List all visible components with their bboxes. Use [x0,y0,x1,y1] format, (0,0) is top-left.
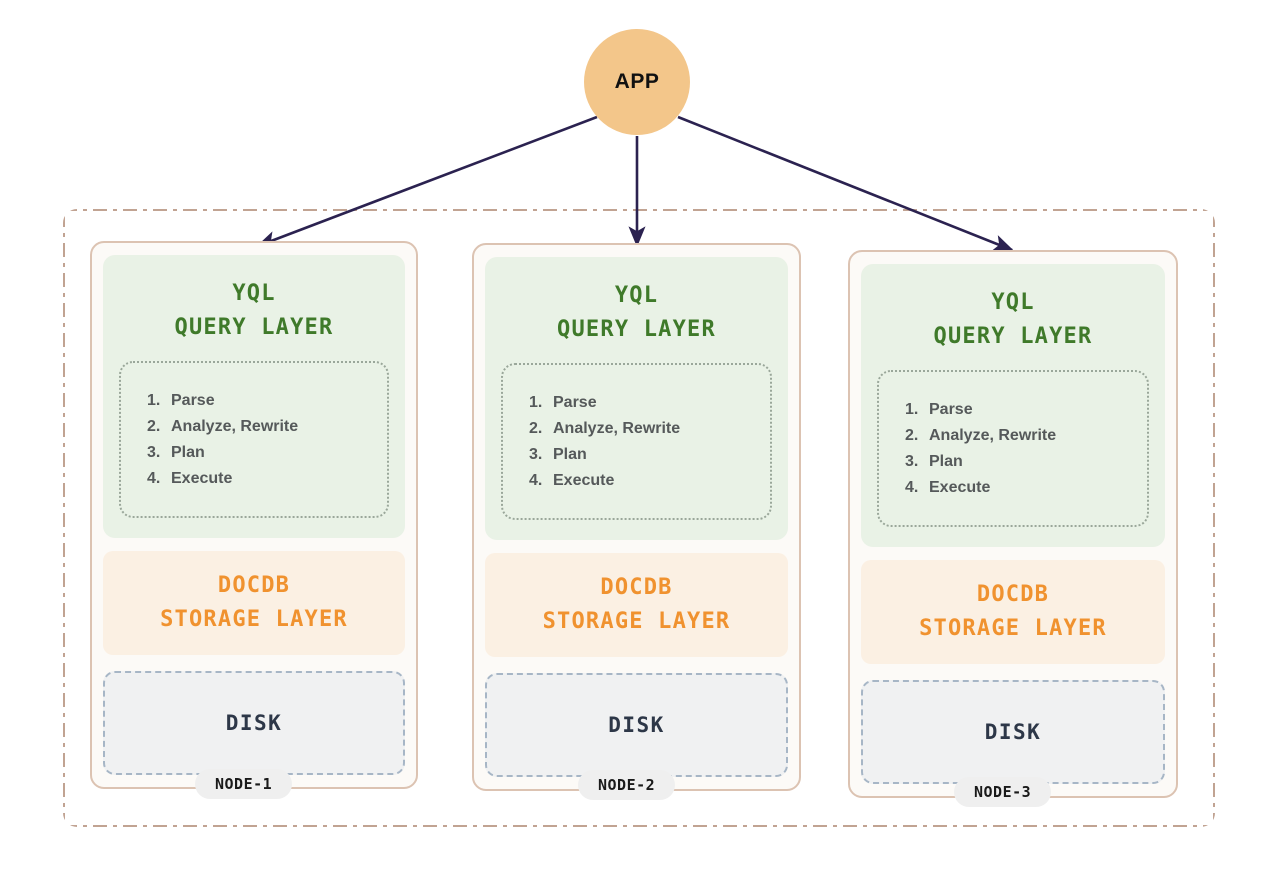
list-item: 2. Analyze, Rewrite [147,414,298,440]
node-badge-2: NODE-2 [578,770,676,800]
step-label: Execute [553,471,615,489]
step-label: Analyze, Rewrite [171,417,299,435]
yql-line2-1: QUERY LAYER [174,315,334,341]
docdb-line2-2: STORAGE LAYER [542,609,731,634]
app-label: APP [614,70,660,93]
docdb-title-2: DOCDB STORAGE LAYER [543,571,731,639]
step-num: 1. [529,393,543,411]
yql-line2-2: QUERY LAYER [557,317,716,343]
list-item: 3. Plan [905,449,1056,475]
query-steps-box-3: 1. Parse 2. Analyze, Rewrite 3. Plan 4. Exec… [877,370,1149,527]
docdb-storage-layer-1: DOCDB STORAGE LAYER [103,551,405,655]
list-item: 1. Parse [147,388,298,414]
query-steps-list-3: 1. Parse 2. Analyze, Rewrite 3. Plan 4. Exec… [905,397,1056,501]
list-item: 2. Analyze, Rewrite [905,423,1056,449]
step-label: Analyze, Rewrite [553,419,681,437]
step-num: 3. [529,445,543,463]
step-num: 2. [529,419,543,437]
node-card-3[interactable]: YQL QUERY LAYER 1. Parse 2. Analyze, Rewri… [848,250,1178,798]
yql-title-3: YQL QUERY LAYER [934,286,1093,354]
query-steps-box-1: 1. Parse 2. Analyze, Rewrite 3. Plan 4. Exec… [119,361,389,518]
yql-title-1: YQL QUERY LAYER [175,277,334,345]
yql-line2-3: QUERY LAYER [933,324,1093,350]
step-label: Plan [553,445,587,463]
yql-line1-3: YQL [991,290,1035,315]
step-label: Plan [929,452,963,470]
step-label: Analyze, Rewrite [929,426,1057,444]
step-label: Plan [171,443,205,461]
yql-query-layer-2: YQL QUERY LAYER 1. Parse 2. Analyze, Rewri… [485,257,788,540]
step-label: Execute [929,478,991,496]
step-label: Parse [929,400,973,418]
step-label: Parse [553,393,597,411]
docdb-line1-2: DOCDB [600,574,673,600]
step-num: 4. [147,469,161,487]
list-item: 4. Execute [147,466,298,492]
docdb-line2-1: STORAGE LAYER [160,607,348,632]
step-label: Execute [171,469,233,487]
list-item: 4. Execute [529,468,680,494]
docdb-title-3: DOCDB STORAGE LAYER [919,578,1107,646]
step-num: 2. [905,426,919,444]
step-label: Parse [171,391,215,409]
step-num: 2. [147,417,161,435]
step-num: 4. [529,471,543,489]
step-num: 1. [147,391,161,409]
node-3-contents: YQL QUERY LAYER 1. Parse 2. Analyze, Rewri… [861,264,1165,784]
docdb-storage-layer-2: DOCDB STORAGE LAYER [485,553,788,657]
disk-label-1: DISK [225,711,283,735]
list-item: 3. Plan [147,440,298,466]
yql-title-2: YQL QUERY LAYER [557,279,716,347]
yql-line1-1: YQL [232,281,276,306]
disk-block-2: DISK [485,673,788,777]
node-card-2[interactable]: YQL QUERY LAYER 1. Parse 2. Analyze, Rewri… [472,243,801,791]
docdb-title-1: DOCDB STORAGE LAYER [160,569,348,637]
node-2-contents: YQL QUERY LAYER 1. Parse 2. Analyze, Rewri… [485,257,788,777]
node-card-1[interactable]: YQL QUERY LAYER 1. Parse 2. Analyze, Rewri… [90,241,418,789]
disk-label-2: DISK [608,713,665,737]
yql-query-layer-3: YQL QUERY LAYER 1. Parse 2. Analyze, Rewri… [861,264,1165,547]
docdb-storage-layer-3: DOCDB STORAGE LAYER [861,560,1165,664]
disk-label-3: DISK [984,720,1042,744]
yql-line1-2: YQL [614,283,659,308]
list-item: 1. Parse [529,390,680,416]
app-client-node[interactable]: APP [584,29,690,135]
step-num: 3. [147,443,161,461]
node-badge-1: NODE-1 [195,769,293,799]
docdb-line1-3: DOCDB [976,581,1050,607]
list-item: 4. Execute [905,475,1056,501]
node-1-contents: YQL QUERY LAYER 1. Parse 2. Analyze, Rewri… [103,255,405,775]
node-badge-3: NODE-3 [954,777,1052,807]
step-num: 3. [905,452,919,470]
query-steps-list-1: 1. Parse 2. Analyze, Rewrite 3. Plan 4. Exec… [147,388,298,492]
step-num: 4. [905,478,919,496]
list-item: 3. Plan [529,442,680,468]
docdb-line1-1: DOCDB [217,572,291,598]
yql-query-layer-1: YQL QUERY LAYER 1. Parse 2. Analyze, Rewri… [103,255,405,538]
disk-block-3: DISK [861,680,1165,784]
step-num: 1. [905,400,919,418]
list-item: 1. Parse [905,397,1056,423]
query-steps-box-2: 1. Parse 2. Analyze, Rewrite 3. Plan 4. Exec… [501,363,772,520]
query-steps-list-2: 1. Parse 2. Analyze, Rewrite 3. Plan 4. Exec… [529,390,680,494]
docdb-line2-3: STORAGE LAYER [919,616,1107,641]
disk-block-1: DISK [103,671,405,775]
list-item: 2. Analyze, Rewrite [529,416,680,442]
